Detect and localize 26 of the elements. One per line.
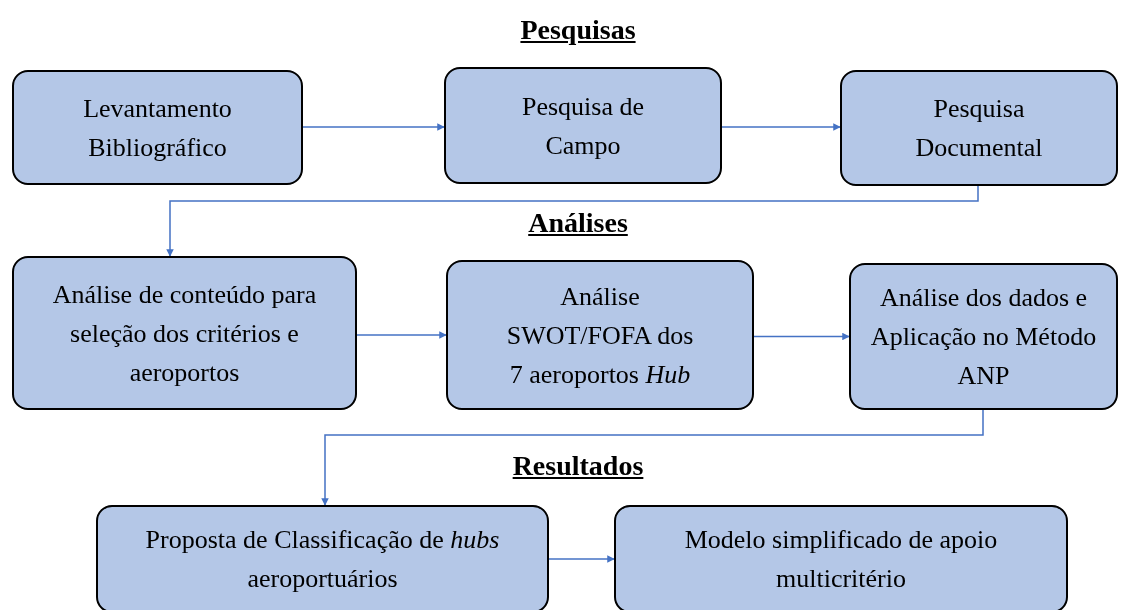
process-box [444, 67, 722, 184]
step-text: Análise SWOT/FOFA dos 7 aeroportos Hub [505, 280, 695, 391]
step-text: Pesquisa de Campo [520, 90, 645, 162]
arrow [753, 332, 850, 341]
arrow [721, 123, 841, 131]
section-heading: Pesquisas [520, 14, 636, 46]
step-text: Análise de conteúdo para seleção dos critérios e aeroportos [51, 278, 318, 389]
process-box [446, 260, 754, 410]
process-box [96, 505, 549, 610]
arrow [548, 555, 615, 563]
section-heading: Análises [528, 207, 628, 239]
step-text: Proposta de Classificação de hubs aeroportuários [144, 524, 501, 595]
arrow [302, 123, 445, 131]
arrow [321, 409, 984, 506]
process-box [12, 70, 303, 185]
section-heading: Resultados [512, 450, 644, 482]
process-box [614, 505, 1068, 610]
process-box [849, 263, 1118, 410]
arrow [356, 331, 447, 339]
arrow [166, 185, 979, 257]
step-text: Pesquisa Documental [914, 93, 1044, 164]
step-text: Análise dos dados e Aplicação no Método ANP [869, 282, 1098, 392]
process-box [12, 256, 357, 410]
step-text: Modelo simplificado de apoio multicritério [683, 524, 999, 595]
step-text: Levantamento Bibliográfico [82, 92, 233, 164]
process-box [840, 70, 1118, 186]
